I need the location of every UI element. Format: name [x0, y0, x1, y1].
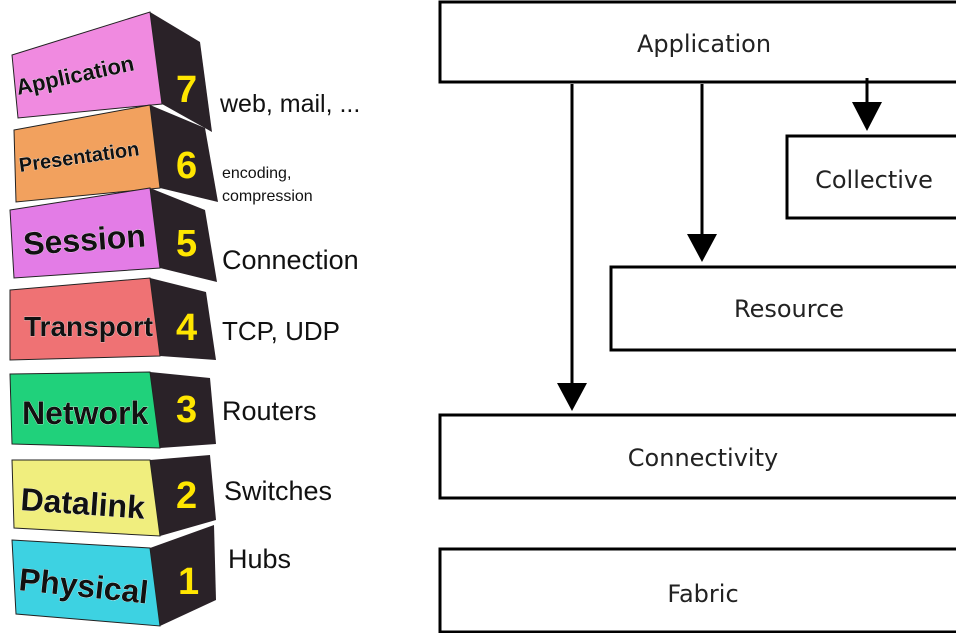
osi-layer-7-number: 7	[176, 69, 197, 111]
fabric-box	[438, 547, 956, 633]
osi-layer-3: Network 3 Routers	[9, 371, 317, 449]
osi-layer-4: Transport 4 TCP, UDP	[9, 277, 340, 361]
osi-layer-2-face	[11, 459, 161, 537]
osi-layer-1-description: Hubs	[228, 544, 291, 574]
osi-layer-2-side	[150, 455, 216, 536]
osi-layer-4-name: Transport	[24, 311, 153, 342]
osi-layer-6-face	[13, 104, 161, 203]
osi-layer-3-description: Routers	[222, 396, 317, 426]
osi-layer-3-side	[150, 372, 216, 448]
osi-layer-4-number: 4	[176, 307, 197, 349]
application-label: Application	[637, 30, 771, 58]
osi-layer-5-side	[150, 188, 217, 282]
osi-layer-5-face	[9, 187, 161, 279]
osi-layer-4-description: TCP, UDP	[222, 316, 340, 346]
connectivity-label: Connectivity	[628, 444, 778, 472]
osi-layer-3-number: 3	[176, 389, 197, 431]
osi-layer-7: Application 7 web, mail, ...	[11, 11, 360, 132]
osi-layer-1-side	[150, 525, 216, 626]
osi-layer-7-face	[11, 11, 163, 119]
osi-layer-1: Physical 1 Hubs	[11, 525, 291, 627]
osi-layer-6-description-line-2: compression	[222, 188, 313, 205]
osi-layer-5-description: Connection	[222, 245, 359, 275]
osi-layer-2: Datalink 2 Switches	[11, 455, 332, 537]
arrow-application-to-collective	[852, 78, 882, 131]
osi-layer-3-name: Network	[22, 395, 148, 431]
osi-layer-3-face	[9, 371, 161, 449]
osi-layer-4-side	[150, 278, 216, 360]
osi-layer-2-description: Switches	[224, 476, 332, 506]
osi-layer-1-face	[11, 539, 161, 627]
collective-label: Collective	[815, 166, 933, 194]
resource-box	[609, 265, 956, 352]
osi-layer-6-side	[150, 105, 218, 202]
osi-layer-5-number: 5	[176, 223, 197, 265]
osi-layer-6-description-line-1: encoding,	[222, 165, 291, 182]
arrow-application-to-resource	[687, 84, 717, 262]
osi-layer-4-face	[9, 277, 161, 361]
osi-layer-6: Presentation 6 encoding, compression	[13, 104, 313, 205]
osi-layer-7-description: web, mail, ...	[219, 90, 360, 118]
osi-layer-7-side	[150, 12, 212, 132]
osi-layer-6-number: 6	[176, 145, 197, 187]
osi-layer-2-name: Datalink	[20, 481, 147, 526]
resource-label: Resource	[734, 295, 844, 323]
osi-layer-2-number: 2	[176, 475, 197, 517]
arrow-application-to-connectivity	[557, 84, 587, 411]
application-box	[438, 0, 956, 84]
grid-architecture-diagram: Application Collective Resource Connecti…	[438, 0, 956, 633]
osi-layer-5: Session 5 Connection	[9, 187, 359, 282]
osi-layer-5-name: Session	[22, 218, 147, 262]
osi-layer-stack: Application 7 web, mail, ... Presentatio…	[9, 11, 360, 627]
collective-box	[785, 134, 956, 220]
connectivity-box	[438, 413, 956, 500]
osi-layer-1-number: 1	[178, 561, 199, 603]
fabric-label: Fabric	[667, 580, 738, 608]
